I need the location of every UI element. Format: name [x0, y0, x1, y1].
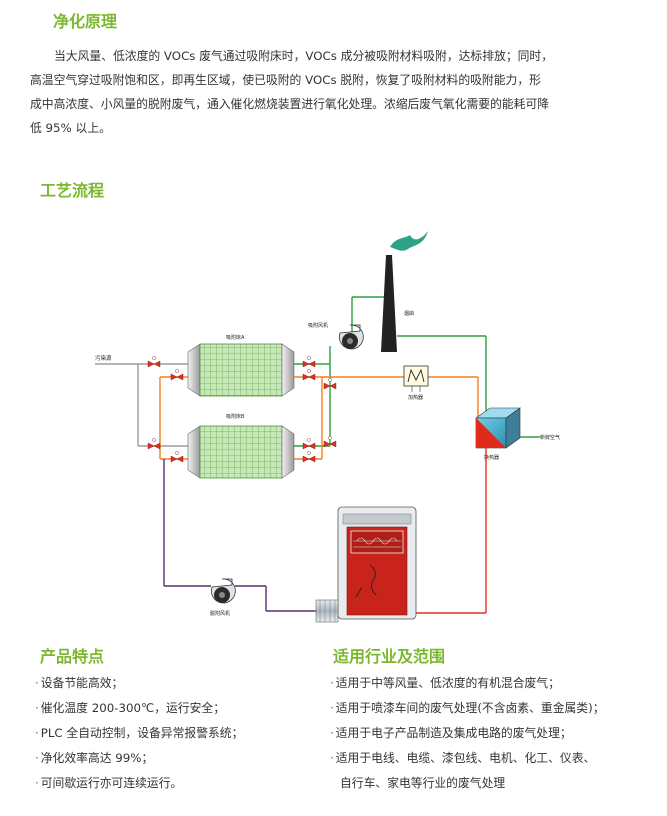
- bullet-icon: ·: [330, 701, 334, 715]
- valve-icon: [147, 356, 161, 368]
- section-title-principle: 净化原理: [53, 12, 118, 31]
- valve-icon: [147, 438, 161, 450]
- label-pollutant-source: 污染源: [95, 354, 112, 362]
- label-fresh-air: 新鲜空气: [540, 434, 560, 441]
- list-item: ·可间歇运行亦可连续运行。: [35, 776, 183, 790]
- valve-icon: [302, 438, 316, 450]
- applications-list: ·适用于中等风量、低浓度的有机混合废气； ·适用于喷漆车间的废气处理(不含卤素、…: [330, 671, 605, 796]
- list-item: ·设备节能高效；: [35, 676, 124, 690]
- adsorption-bed-b: [187, 425, 295, 479]
- bullet-icon: ·: [35, 676, 39, 690]
- bullet-icon: ·: [35, 726, 39, 740]
- valve-icon: [170, 451, 184, 463]
- list-item: ·PLC 全自动控制，设备异常报警系统；: [35, 726, 244, 740]
- bullet-icon: ·: [35, 776, 39, 790]
- section-title-applications: 适用行业及范围: [333, 647, 446, 666]
- label-adsorb-fan: 吸附风机: [308, 322, 328, 329]
- valve-icon: [323, 378, 337, 390]
- valve-icon: [323, 436, 337, 448]
- chimney: [381, 231, 428, 352]
- principle-line-2: 高温空气穿过吸附饱和区，即再生区域，使已吸附的 VOCs 脱附，恢复了吸附材料的…: [30, 73, 541, 87]
- bullet-icon: ·: [35, 751, 39, 765]
- bullet-icon: ·: [35, 701, 39, 715]
- label-bed-b: 吸附床B: [226, 413, 245, 420]
- section-title-features: 产品特点: [40, 647, 105, 666]
- bullet-icon: ·: [330, 676, 334, 690]
- principle-line-4: 低 95% 以上。: [30, 121, 111, 135]
- label-bed-a: 吸附床A: [226, 334, 245, 341]
- adsorption-bed-a: [187, 343, 295, 397]
- catalytic-furnace: [337, 506, 417, 620]
- list-item: 自行车、家电等行业的废气处理: [340, 776, 506, 790]
- valve-icon: [302, 451, 316, 463]
- process-flow-diagram: 污染源 吸附床A 吸附床B 吸附风机: [95, 231, 560, 623]
- label-heater: 加热器: [408, 394, 423, 401]
- valve-icon: [302, 356, 316, 368]
- list-item: ·适用于电子产品制造及集成电路的废气处理；: [330, 726, 572, 740]
- principle-line-3: 成中高浓度、小风量的脱附废气，通入催化燃烧装置进行氧化处理。浓缩后废气氧化需要的…: [30, 97, 550, 111]
- desorption-fan: [210, 578, 236, 604]
- features-list: ·设备节能高效； ·催化温度 200-300℃，运行安全； ·PLC 全自动控制…: [35, 671, 243, 796]
- list-item: ·适用于电线、电缆、漆包线、电机、化工、仪表、: [330, 751, 596, 765]
- furnace-inlet-pipe: [315, 599, 339, 623]
- heat-exchanger: [475, 407, 521, 449]
- list-item: ·催化温度 200-300℃，运行安全；: [35, 701, 226, 715]
- principle-paragraph: 当大风量、低浓度的 VOCs 废气通过吸附床时，VOCs 成分被吸附材料吸附，达…: [30, 44, 635, 140]
- label-exchanger: 换热器: [484, 454, 499, 461]
- list-item: ·适用于喷漆车间的废气处理(不含卤素、重金属类)；: [330, 701, 605, 715]
- valve-icons: [147, 356, 337, 463]
- section-title-process: 工艺流程: [40, 181, 105, 200]
- heater: [403, 365, 429, 392]
- label-chimney: 烟囱: [404, 310, 414, 317]
- adsorption-fan: [338, 324, 364, 350]
- list-item: ·适用于中等风量、低浓度的有机混合废气；: [330, 676, 560, 690]
- bullet-icon: ·: [330, 726, 334, 740]
- list-item: ·净化效率高达 99%；: [35, 751, 154, 765]
- valve-icon: [170, 369, 184, 381]
- label-desorb-fan: 脱附风机: [210, 610, 230, 617]
- principle-line-1: 当大风量、低浓度的 VOCs 废气通过吸附床时，VOCs 成分被吸附材料吸附，达…: [54, 49, 554, 63]
- valve-icon: [302, 369, 316, 381]
- bullet-icon: ·: [330, 751, 334, 765]
